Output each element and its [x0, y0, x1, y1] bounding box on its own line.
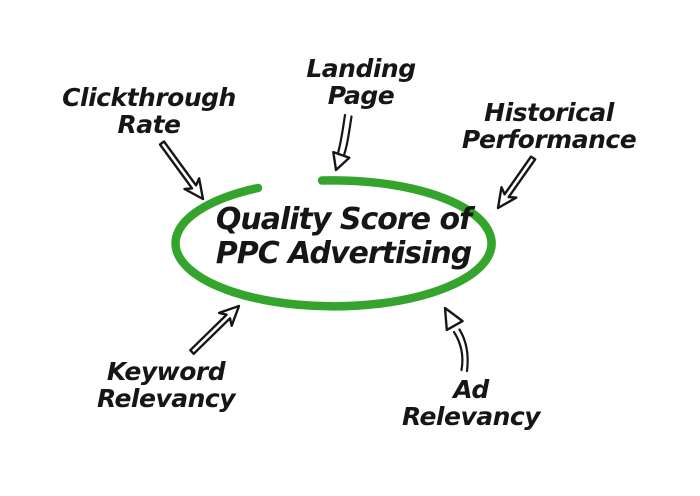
- factor-line: Page: [327, 81, 395, 110]
- factor-line: Rate: [117, 110, 181, 139]
- factor-line: Relevancy: [401, 402, 541, 431]
- factor-line: Keyword: [106, 357, 226, 386]
- factor-label-clickthrough-rate: Clickthrough Rate: [19, 84, 279, 138]
- central-topic-line1: Quality Score of: [215, 202, 472, 237]
- factor-line: Performance: [461, 125, 637, 154]
- factor-line: Relevancy: [96, 384, 236, 413]
- clickthrough-rate-arrow: [158, 140, 205, 201]
- central-topic-label: Quality Score of PPC Advertising: [182, 203, 505, 271]
- factor-line: Clickthrough: [62, 83, 236, 112]
- factor-line: Landing: [306, 54, 416, 83]
- factor-label-keyword-relevancy: Keyword Relevancy: [46, 358, 286, 412]
- factor-line: Historical: [484, 98, 614, 127]
- ad-relevancy-arrow: [443, 306, 469, 373]
- quality-score-ellipse: [171, 176, 496, 311]
- keyword-relevancy-arrow: [189, 304, 241, 355]
- factor-label-ad-relevancy: Ad Relevancy: [361, 376, 581, 430]
- factor-label-landing-page: Landing Page: [261, 55, 461, 109]
- historical-performance-arrow: [496, 155, 537, 210]
- central-topic-line2: PPC Advertising: [215, 236, 473, 271]
- factor-line: Ad: [453, 375, 489, 404]
- factor-label-historical-performance: Historical Performance: [438, 99, 660, 153]
- landing-page-arrow: [332, 113, 353, 172]
